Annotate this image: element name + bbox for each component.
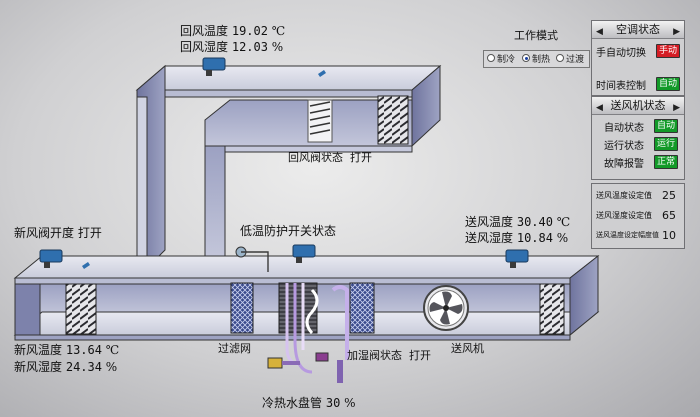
fan-status-title: ◀ 送风机状态 ▶ xyxy=(592,97,684,115)
collapse-left-icon[interactable]: ◀ xyxy=(596,103,603,113)
supply-air-humidity-readout: 送风湿度 10.84 % xyxy=(465,231,569,245)
fan-auto-label: 自动状态 xyxy=(604,123,644,134)
ac-status-panel: ◀ 空调状态 ▶ 手自动切换 手动 时间表控制 自动 xyxy=(591,20,685,96)
manual-auto-indicator[interactable]: 手动 xyxy=(656,44,680,58)
supply-air-temp-readout: 送风温度 30.40 ℃ xyxy=(465,215,571,229)
supply-temp-setpoint-label: 送风温度设定值 xyxy=(596,191,652,200)
work-mode-selector: 制冷 制热 过渡 xyxy=(483,50,590,68)
filter-label: 过滤网 xyxy=(218,342,251,355)
humidifier-valve-status: 加湿阀状态 打开 xyxy=(347,349,431,362)
coil-valve-readout: 冷热水盘管 30 % xyxy=(262,396,356,410)
collapse-right-icon[interactable]: ▶ xyxy=(673,27,680,37)
mode-label-transition: 过渡 xyxy=(566,55,585,65)
mode-label-cooling: 制冷 xyxy=(497,55,516,65)
fan-status-panel: ◀ 送风机状态 ▶ 自动状态 自动 运行状态 运行 故障报警 正常 xyxy=(591,96,685,180)
mode-label-heating: 制热 xyxy=(532,55,551,65)
fan-running-label: 运行状态 xyxy=(604,141,644,152)
ac-status-title: ◀ 空调状态 ▶ xyxy=(592,21,684,39)
supply-humidity-setpoint-label: 送风湿度设定值 xyxy=(596,211,652,220)
supply-temp-setpoint-row[interactable]: 送风温度设定值 25 xyxy=(596,186,680,206)
fan-fault-indicator: 正常 xyxy=(654,155,678,169)
low-temp-switch-label: 低温防护开关状态 xyxy=(240,224,337,238)
supply-temp-range-row[interactable]: 送风温度设定幅度值 10 xyxy=(596,226,680,246)
fresh-damper-status: 新风阀开度 打开 xyxy=(14,226,102,240)
schedule-control-label: 时间表控制 xyxy=(596,81,646,92)
schedule-control-indicator[interactable]: 自动 xyxy=(656,77,680,91)
supply-humidity-setpoint-row[interactable]: 送风湿度设定值 65 xyxy=(596,206,680,226)
return-air-temp-readout: 回风温度 19.02 ℃ xyxy=(180,24,286,38)
fan-auto-indicator: 自动 xyxy=(654,119,678,133)
work-mode-title: 工作模式 xyxy=(514,29,558,42)
collapse-left-icon[interactable]: ◀ xyxy=(596,27,603,37)
fan-running-indicator: 运行 xyxy=(654,137,678,151)
collapse-right-icon[interactable]: ▶ xyxy=(673,103,680,113)
mode-radio-heating[interactable] xyxy=(522,54,530,62)
fresh-air-humidity-readout: 新风湿度 24.34 % xyxy=(14,360,118,374)
supply-fan-label: 送风机 xyxy=(451,342,484,355)
supply-temp-range-value: 10 xyxy=(662,229,676,242)
manual-auto-label: 手自动切换 xyxy=(596,48,646,59)
supply-humidity-setpoint-value: 65 xyxy=(662,209,676,222)
setpoint-panel: 送风温度设定值 25 送风湿度设定值 65 送风温度设定幅度值 10 xyxy=(591,183,685,249)
return-damper-status: 回风阀状态 打开 xyxy=(288,151,372,164)
mode-radio-transition[interactable] xyxy=(556,54,564,62)
supply-temp-range-label: 送风温度设定幅度值 xyxy=(596,231,659,239)
fan-fault-label: 故障报警 xyxy=(604,159,644,170)
supply-temp-setpoint-value: 25 xyxy=(662,189,676,202)
fresh-air-temp-readout: 新风温度 13.64 ℃ xyxy=(14,343,120,357)
mode-radio-cooling[interactable] xyxy=(487,54,495,62)
return-air-humidity-readout: 回风湿度 12.03 % xyxy=(180,40,284,54)
